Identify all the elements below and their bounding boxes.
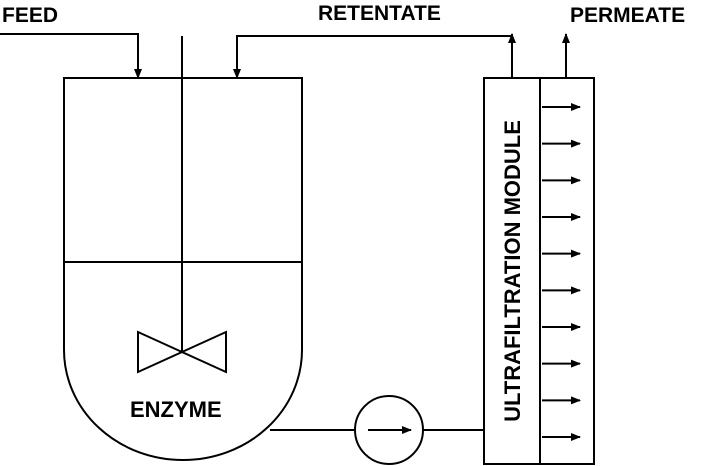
feed-label: FEED xyxy=(2,4,58,27)
retentate-line xyxy=(233,35,513,79)
reactor-vessel xyxy=(63,77,303,461)
enzyme-label: ENZYME xyxy=(130,397,222,422)
feed-line xyxy=(0,33,142,79)
retentate-label: RETENTATE xyxy=(318,2,441,25)
permeate-flow-arrows xyxy=(542,103,581,441)
permeate-label: PERMEATE xyxy=(570,4,685,27)
module-label: ULTRAFILTRATION MODULE xyxy=(500,120,525,422)
stirrer-impeller xyxy=(137,330,227,374)
